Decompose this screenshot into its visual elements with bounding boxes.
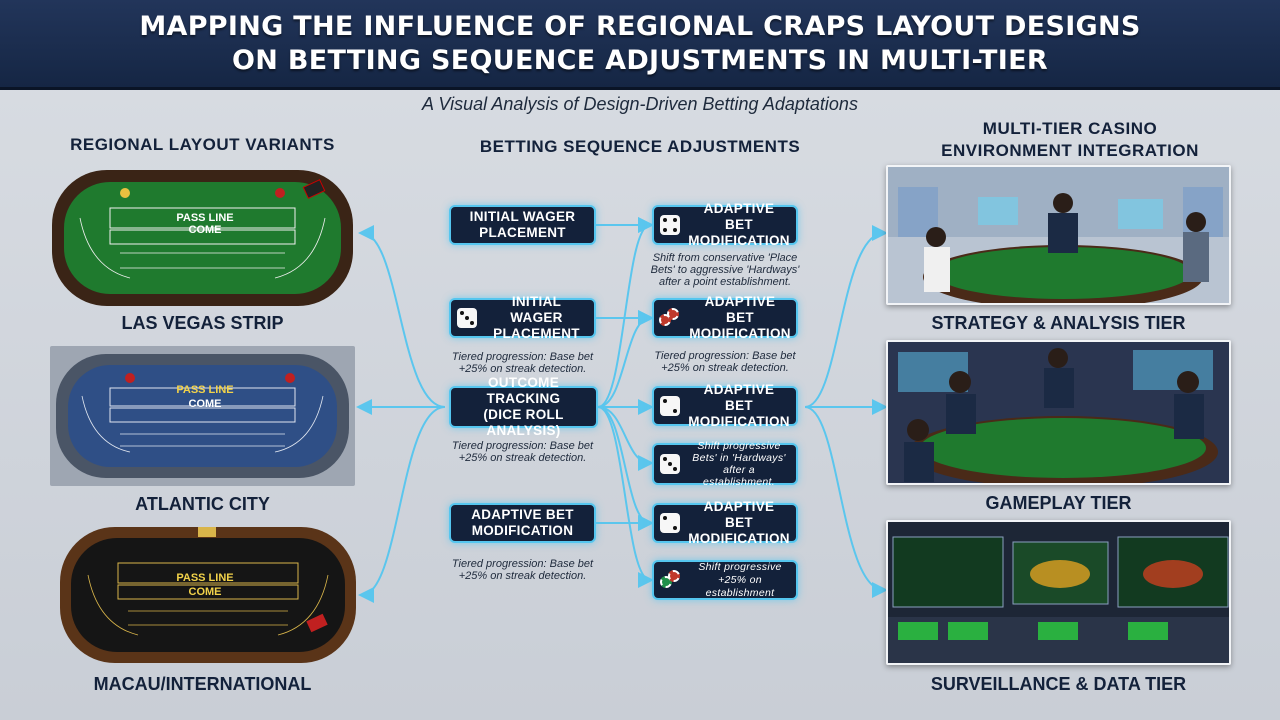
seq-box-label: Shift progressive bbox=[698, 560, 782, 573]
die-icon bbox=[660, 454, 680, 474]
note-line: +25% on streak detection. bbox=[661, 362, 789, 374]
surveillance-tier-photo bbox=[886, 520, 1231, 665]
chips-icon bbox=[659, 308, 681, 328]
gameplay-tier-photo bbox=[886, 340, 1231, 485]
las-vegas-table bbox=[50, 168, 355, 308]
title-banner: MAPPING THE INFLUENCE OF REGIONAL CRAPS … bbox=[0, 0, 1280, 90]
tier-label-surveillance: SURVEILLANCE & DATA TIER bbox=[930, 674, 1187, 694]
note-line: Bets' to aggressive 'Hardways' bbox=[650, 264, 800, 276]
seq-box-label: INITIAL WAGER bbox=[510, 294, 563, 325]
region-label-las-vegas: LAS VEGAS STRIP bbox=[121, 313, 284, 333]
strategy-tier-photo bbox=[886, 165, 1231, 305]
seq-box-label: PLACEMENT bbox=[493, 326, 580, 341]
region-label-macau: MACAU/INTERNATIONAL bbox=[93, 674, 312, 694]
seq-box-label: MODIFICATION bbox=[688, 531, 790, 546]
seq-box-label: (DICE ROLL ANALYSIS) bbox=[483, 407, 564, 438]
atlantic-city-come: COME bbox=[188, 398, 222, 410]
note-line: Tiered progression: Base bet bbox=[654, 350, 796, 362]
note-tiered-2: Tiered progression: Base bet+25% on stre… bbox=[440, 440, 605, 464]
seq-box-label: Shift progressive bbox=[697, 440, 781, 452]
macau-come: COME bbox=[188, 586, 222, 598]
seq-box-label: after a establishment. bbox=[703, 464, 775, 488]
seq-box-label: ADAPTIVE BET bbox=[471, 507, 574, 522]
note-line: +25% on streak detection. bbox=[458, 452, 587, 464]
macau-table bbox=[58, 525, 358, 665]
macau-pass-line: PASS LINE bbox=[176, 572, 234, 584]
seq-box-label: PLACEMENT bbox=[479, 225, 566, 240]
seq-box-label: +25% on establishment bbox=[705, 573, 775, 599]
note-line: +25% on streak detection. bbox=[458, 363, 587, 375]
atlantic-city-pass-line: PASS LINE bbox=[176, 384, 234, 396]
seq-box-label: ADAPTIVE BET bbox=[703, 499, 775, 530]
right-title-line-1: MULTI-TIER CASINO bbox=[982, 119, 1158, 138]
subtitle: A Visual Analysis of Design-Driven Betti… bbox=[422, 94, 858, 114]
seq-box-label: OUTCOME TRACKING bbox=[486, 375, 561, 406]
seq-box-label: MODIFICATION bbox=[688, 414, 790, 429]
note-line: Shift from conservative 'Place bbox=[652, 252, 798, 264]
seq-box-label: MODIFICATION bbox=[689, 326, 791, 341]
die-icon bbox=[660, 396, 680, 416]
note-line: Tiered progression: Base bet bbox=[451, 558, 594, 570]
die-icon bbox=[660, 513, 680, 533]
middle-column-title: BETTING SEQUENCE ADJUSTMENTS bbox=[479, 137, 801, 156]
title-line-2: ON BETTING SEQUENCE ADJUSTMENTS IN MULTI… bbox=[232, 44, 1048, 76]
seq-box-label: INITIAL WAGER bbox=[469, 209, 576, 224]
note-tiered-4: Tiered progression: Base bet+25% on stre… bbox=[640, 350, 810, 374]
die-icon bbox=[660, 215, 680, 235]
region-label-atlantic-city: ATLANTIC CITY bbox=[135, 494, 270, 514]
title-line-1: MAPPING THE INFLUENCE OF REGIONAL CRAPS … bbox=[139, 10, 1141, 42]
left-column-title: REGIONAL LAYOUT VARIANTS bbox=[70, 135, 335, 154]
note-tiered-3: Tiered progression: Base bet+25% on stre… bbox=[440, 558, 605, 582]
atlantic-city-table bbox=[50, 346, 355, 486]
las-vegas-come: COME bbox=[188, 224, 222, 236]
seq-box-label: MODIFICATION bbox=[688, 233, 790, 248]
note-line: Tiered progression: Base bet bbox=[451, 440, 594, 452]
seq-box-shift-progressive-2: Shift progressive+25% on establishment bbox=[652, 560, 798, 600]
note-line: after a point establishment. bbox=[658, 276, 792, 288]
seq-box-label: ADAPTIVE BET bbox=[703, 382, 775, 413]
note-line: Tiered progression: Base bet bbox=[451, 351, 594, 363]
seq-box-label: ADAPTIVE BET bbox=[703, 201, 775, 232]
note-tiered-1: Tiered progression: Base bet+25% on stre… bbox=[440, 351, 605, 375]
right-title-line-2: ENVIRONMENT INTEGRATION bbox=[941, 141, 1199, 160]
las-vegas-pass-line: PASS LINE bbox=[176, 212, 234, 224]
note-line: +25% on streak detection. bbox=[458, 570, 587, 582]
right-column-title: MULTI-TIER CASINO ENVIRONMENT INTEGRATIO… bbox=[900, 118, 1240, 162]
seq-box-outcome-tracking: OUTCOME TRACKING(DICE ROLL ANALYSIS) bbox=[449, 375, 598, 438]
chips-icon bbox=[660, 570, 682, 590]
seq-box-label: MODIFICATION bbox=[471, 523, 574, 538]
tier-label-gameplay: GAMEPLAY TIER bbox=[985, 493, 1132, 513]
seq-box-label: Bets' in 'Hardways' bbox=[692, 452, 786, 464]
die-icon bbox=[457, 308, 477, 328]
tier-label-strategy: STRATEGY & ANALYSIS TIER bbox=[931, 313, 1186, 333]
seq-box-label: ADAPTIVE BET bbox=[704, 294, 776, 325]
